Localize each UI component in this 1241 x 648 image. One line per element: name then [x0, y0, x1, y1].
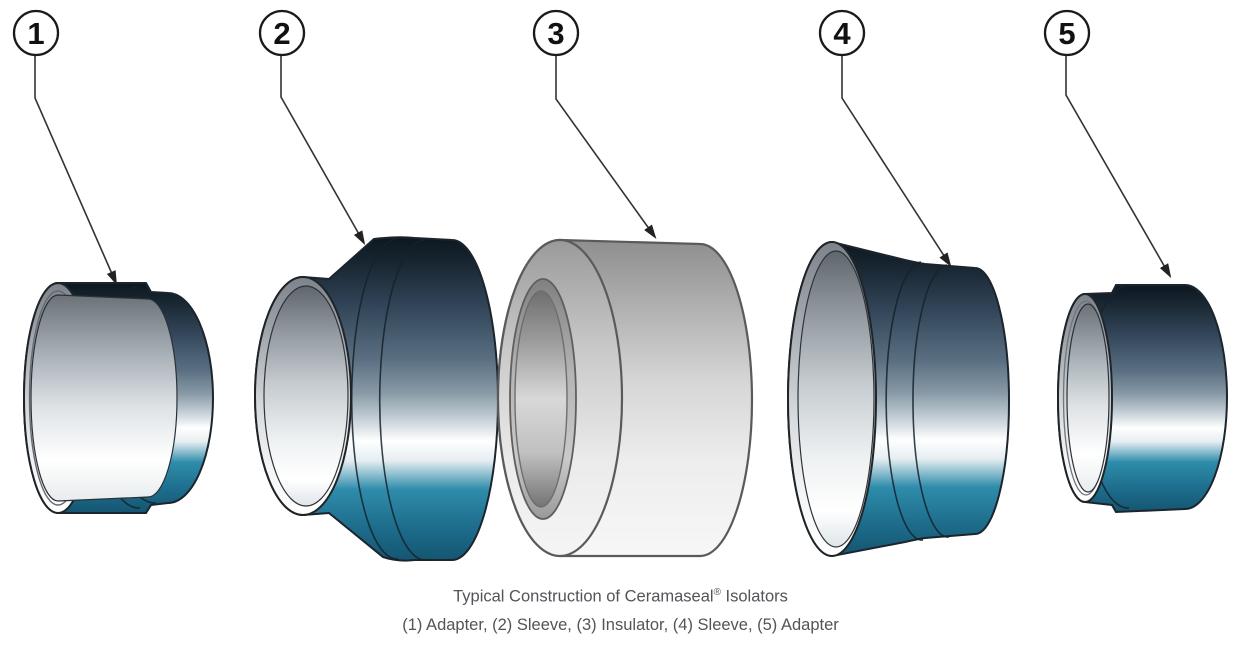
leader-arrow-1 — [34, 55, 117, 286]
callout-4-number: 4 — [833, 16, 851, 51]
callout-5: 5 — [1043, 9, 1172, 279]
figure-caption: Typical Construction of Ceramaseal® Isol… — [0, 579, 1241, 639]
callout-5-badge — [1043, 9, 1091, 57]
callout-4: 4 — [818, 9, 952, 268]
callout-3-badge — [532, 9, 580, 57]
callout-5-number: 5 — [1058, 16, 1075, 51]
leader-arrow-4 — [841, 55, 952, 268]
part-2-groove-2 — [378, 239, 427, 561]
callout-2-badge — [258, 9, 306, 57]
part-4-groove — [885, 261, 924, 541]
leader-arrow-3 — [555, 55, 657, 239]
leader-arrow-5 — [1065, 55, 1172, 279]
callout-2: 2 — [258, 9, 366, 246]
part-3-insulator — [496, 238, 754, 558]
caption-line-1: Typical Construction of Ceramaseal® Isol… — [0, 579, 1241, 611]
part-5-adapter — [1057, 284, 1228, 514]
registered-trademark-symbol: ® — [713, 587, 721, 598]
part-5-bore — [1066, 303, 1110, 493]
part-4-sleeve — [787, 240, 1010, 558]
callout-4-badge — [818, 9, 866, 57]
callout-3: 3 — [532, 9, 657, 239]
part-1-adapter — [23, 282, 214, 514]
part-1-bore-wall — [30, 294, 178, 502]
callout-1: 1 — [12, 9, 117, 286]
part-4-groove-2 — [912, 264, 950, 538]
callout-2-number: 2 — [273, 16, 290, 51]
caption-title-text: Typical Construction of Ceramaseal — [453, 587, 714, 606]
leader-arrow-2 — [280, 55, 366, 246]
callout-1-badge — [12, 9, 60, 57]
caption-title-suffix: Isolators — [725, 587, 788, 606]
callout-1-number: 1 — [27, 16, 44, 51]
part-2-sleeve — [254, 236, 499, 562]
part-2-bore — [263, 285, 349, 507]
callout-3-number: 3 — [547, 16, 564, 51]
caption-line-2: (1) Adapter, (2) Sleeve, (3) Insulator, … — [402, 615, 839, 634]
part-3-bore — [514, 290, 568, 508]
part-4-bore — [797, 250, 875, 548]
